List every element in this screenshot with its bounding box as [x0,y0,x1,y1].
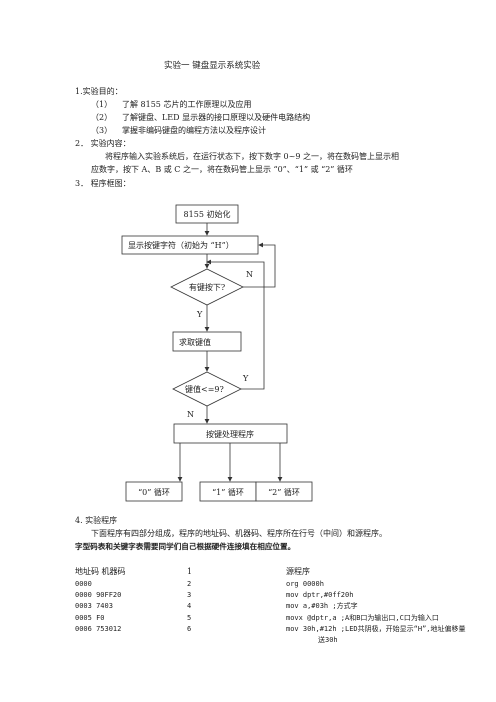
flow-loop0-label: “0” 循环 [138,487,170,497]
code-row-addr: 0000 [75,580,92,588]
code-row-src: movx @dptr,a ;A和B口为输出口,C口为输入口 [286,614,439,622]
objective-num-2: （2） [91,113,113,122]
section-2-heading: 2． 实验内容： [75,139,131,148]
code-header-addr: 地址码 机器码 [75,567,126,576]
objective-text-1: 了解 8155 芯片的工作原理以及应用 [122,100,252,109]
content-line-1: 将程序输入实验系统后，在运行状态下，按下数字 0~9 之一，将在数码管上显示相 [105,152,399,161]
flow-handler-label: 按键处理程序 [206,429,254,439]
flow-handler-box [173,423,288,444]
flow-key-pressed-label: 有键按下? [189,282,225,292]
code-row-line: 6 [187,625,192,633]
code-row-src: org 0000h [286,580,324,588]
code-row-addr: 0000 90FF20 [75,591,122,599]
code-row-line: 5 [187,614,192,622]
code-header-line: 1 [187,567,193,576]
flow-label-n1: N [246,270,253,279]
code-row-line: 2 [187,580,192,588]
flow-display-label: 显示按键字符（初始为 “H”） [128,240,234,250]
section-4-heading: 4. 实验程序 [75,516,118,525]
flow-loop2-label: “2” 循环 [268,487,300,497]
page-title: 实验一 键盘显示系统实验 [164,61,261,71]
code-row-addr: 0006 753012 [75,625,122,633]
flow-loop1-label: “1” 循环 [212,487,244,497]
code-row-src: mov 30h,#12h ;LED共阴极，开始显示“H”,地址偏移量 [286,625,466,633]
objective-text-2: 了解键盘、LED 显示器的接口原理以及硬件电路结构 [122,113,311,122]
code-row-continuation: 送30h [318,636,338,644]
code-row-src: mov dptr,#0ff20h [286,591,354,599]
program-description: 下面程序有四部分组成，程序的地址码、机器码、程序所在行号（中间）和源程序。 [91,529,387,538]
content-line-2: 应数字，按下 A、B 或 C 之一，将在数码管上显示 “0”、“1” 或 “2”… [91,165,353,174]
flow-label-y1: Y [196,310,203,319]
code-header-src: 源程序 [286,567,310,576]
objective-num-3: （3） [91,126,113,135]
code-row-addr: 0005 F0 [75,614,105,622]
section-1-heading: 1.实验目的： [75,87,123,96]
flow-key-check-label: 键值<=9? [185,384,224,394]
flow-init-label: 8155 初始化 [184,209,231,219]
section-3-heading: 3． 程序框图： [75,179,131,188]
flow-loop0-box [125,481,183,502]
code-row-line: 4 [187,602,192,610]
objective-num-1: （1） [91,100,113,109]
flow-label-n2: N [187,410,194,419]
program-note: 字型码表和关键字表需要同学们自己根据硬件连接填在相应位置。 [75,542,296,551]
code-row-src: mov a,#03h ;方式字 [286,602,358,610]
flow-loop2-box [255,481,313,502]
code-row-line: 3 [187,591,192,599]
code-row-addr: 0003 7403 [75,602,113,610]
flow-get-key-label: 求取键值 [179,337,211,347]
objective-text-3: 掌握非编码键盘的编程方法以及程序设计 [122,126,266,135]
flow-display-box [121,235,259,255]
flow-label-y2: Y [242,374,249,383]
